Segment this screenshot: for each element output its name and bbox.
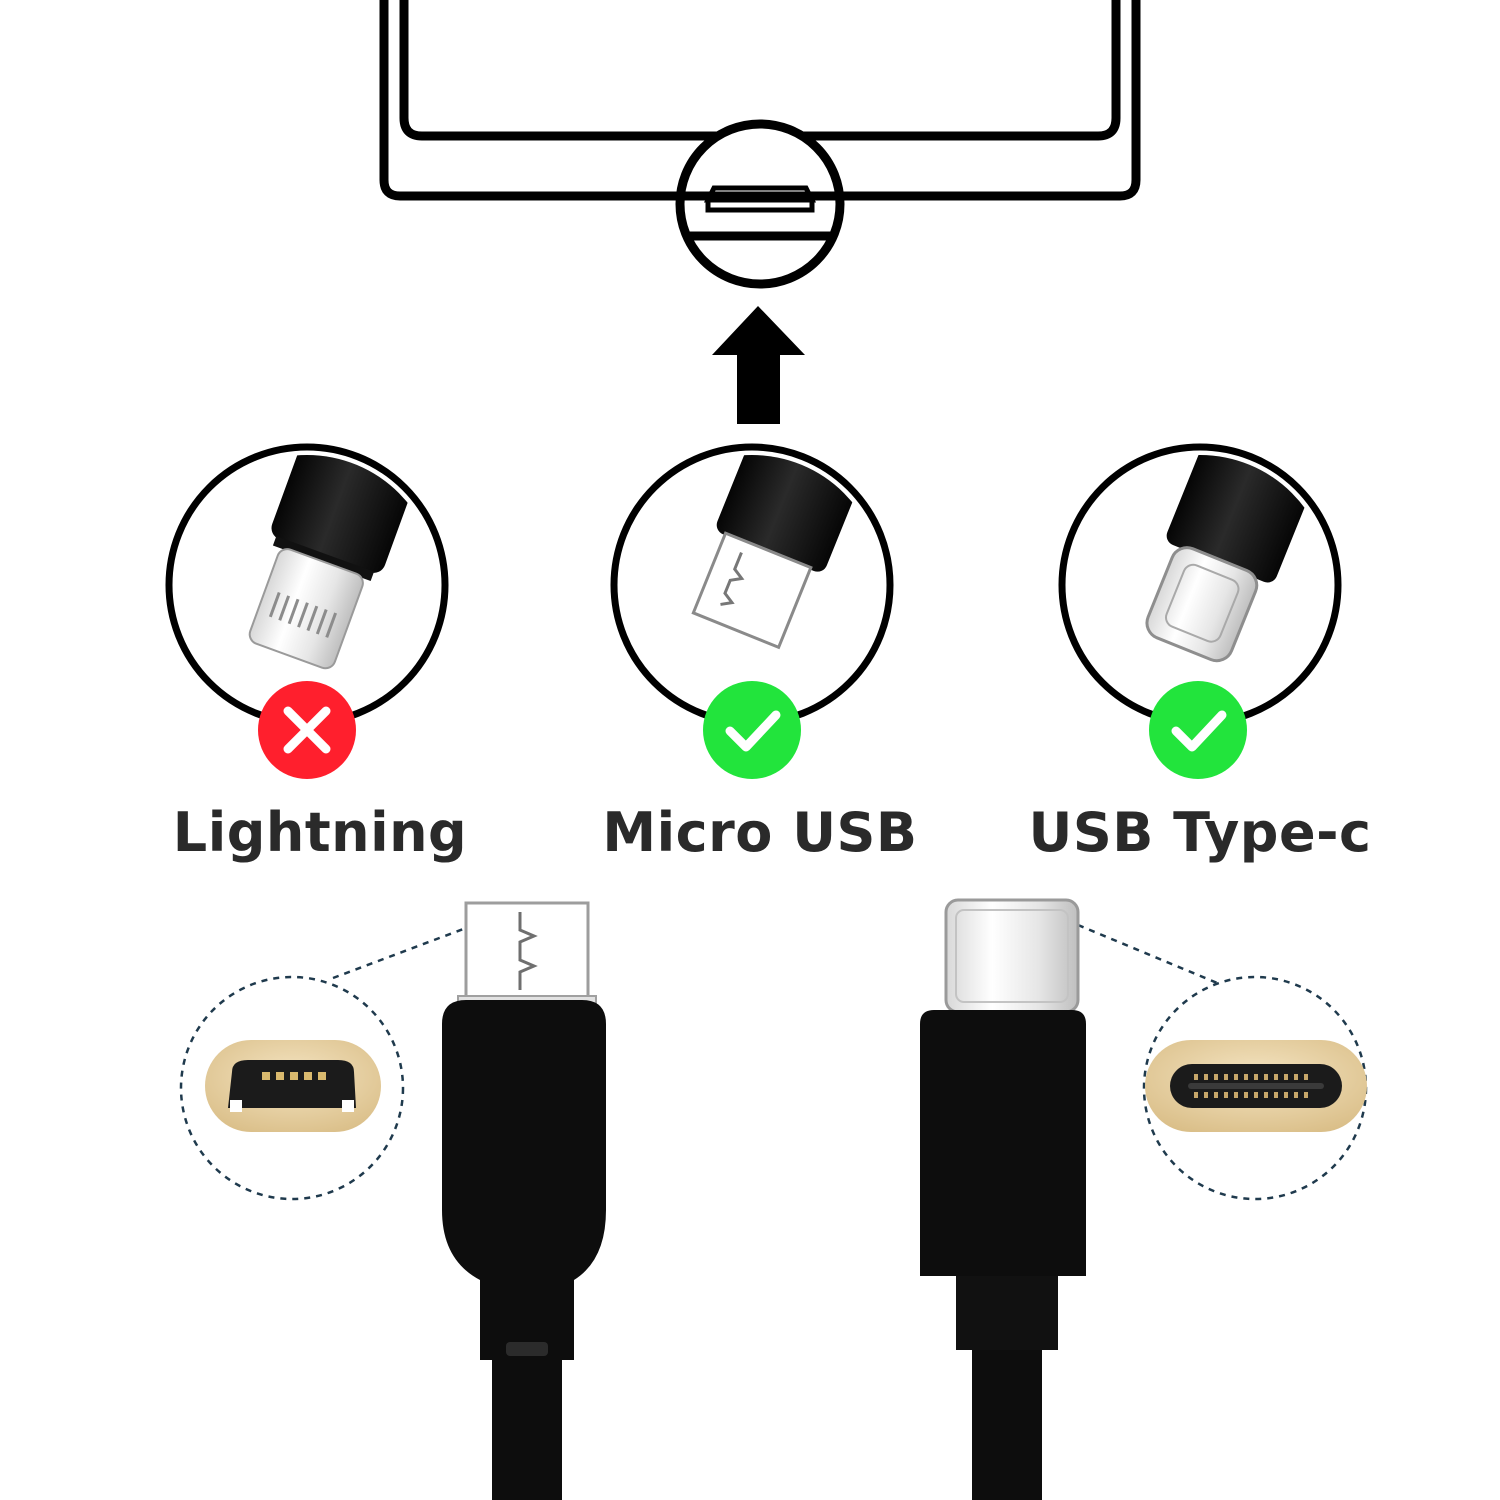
compatible-badge-micro-usb [703,681,801,779]
micro-usb-port-icon [675,119,845,289]
usb-type-c-label: USB Type-c [1028,801,1372,864]
micro-usb-cable [332,901,606,1500]
incompatible-badge [258,681,356,779]
cross-icon [283,706,331,754]
check-icon [1171,710,1227,752]
arrow-up-icon [712,306,805,424]
micro-usb-label: Micro USB [602,801,918,864]
usb-type-c-cable [920,898,1223,1500]
usb-type-c-connector-circle [1058,443,1342,727]
usb-type-c-port-magnifier [1142,975,1368,1201]
lightning-connector-circle [165,443,449,727]
micro-usb-connector-circle [610,443,894,727]
compatible-badge-usb-type-c [1149,681,1247,779]
lightning-label: Lightning [172,801,468,864]
check-icon [725,710,781,752]
micro-usb-port-magnifier [179,975,405,1201]
